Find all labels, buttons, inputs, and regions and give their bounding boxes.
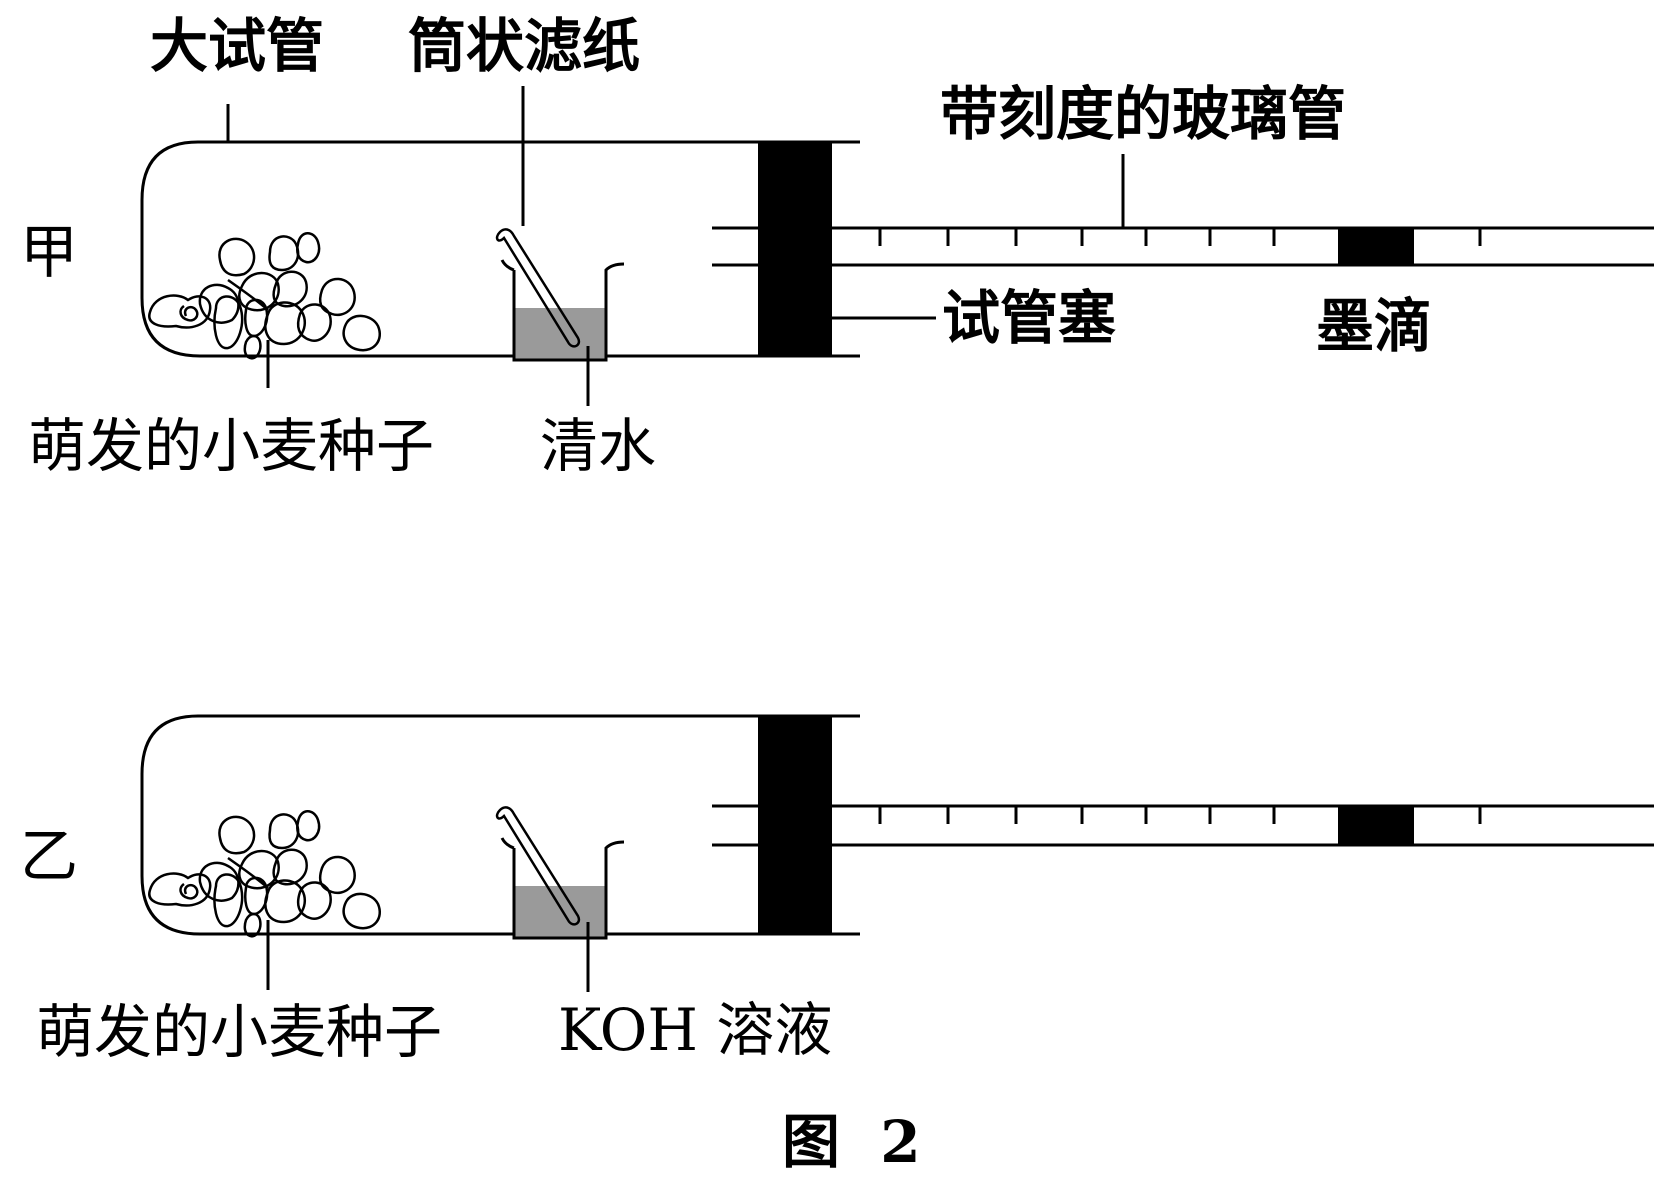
ink-drop-jia (1338, 228, 1414, 265)
label-koh: KOH 溶液 (558, 996, 832, 1064)
stopper-jia (758, 142, 832, 356)
label-graduated-tube: 带刻度的玻璃管 (940, 80, 1346, 148)
graduated-tube-yi (878, 806, 1482, 824)
label-stopper: 试管塞 (942, 284, 1116, 352)
label-jia: 甲 (20, 218, 78, 286)
beaker-water (495, 227, 626, 362)
figure-caption: 图 2 (782, 1108, 931, 1176)
beaker-koh (495, 805, 626, 940)
stopper-yi (758, 716, 832, 934)
label-seeds-yi: 萌发的小麦种子 (36, 998, 442, 1066)
label-filter-paper: 筒状滤纸 (408, 12, 640, 80)
apparatus-yi: 乙 萌发的小麦种子 KOH 溶液 (20, 714, 1654, 1066)
ink-drop-yi (1338, 806, 1414, 845)
label-big-tube: 大试管 (150, 12, 324, 80)
seeds-yi (148, 809, 382, 938)
apparatus-jia: 大试管 筒状滤纸 带刻度的玻璃管 甲 试管塞 墨滴 萌发的小麦种子 清水 (20, 12, 1654, 480)
graduated-tube-jia (878, 228, 1482, 246)
label-ink-drop: 墨滴 (1316, 292, 1432, 360)
label-water: 清水 (540, 412, 656, 480)
leader-lines-jia (226, 86, 1125, 406)
label-seeds-jia: 萌发的小麦种子 (28, 412, 434, 480)
big-test-tube-yi (140, 714, 860, 936)
leader-lines-yi (266, 920, 590, 992)
big-test-tube-jia (140, 140, 860, 358)
seeds-jia (148, 231, 382, 360)
label-yi: 乙 (20, 822, 78, 890)
